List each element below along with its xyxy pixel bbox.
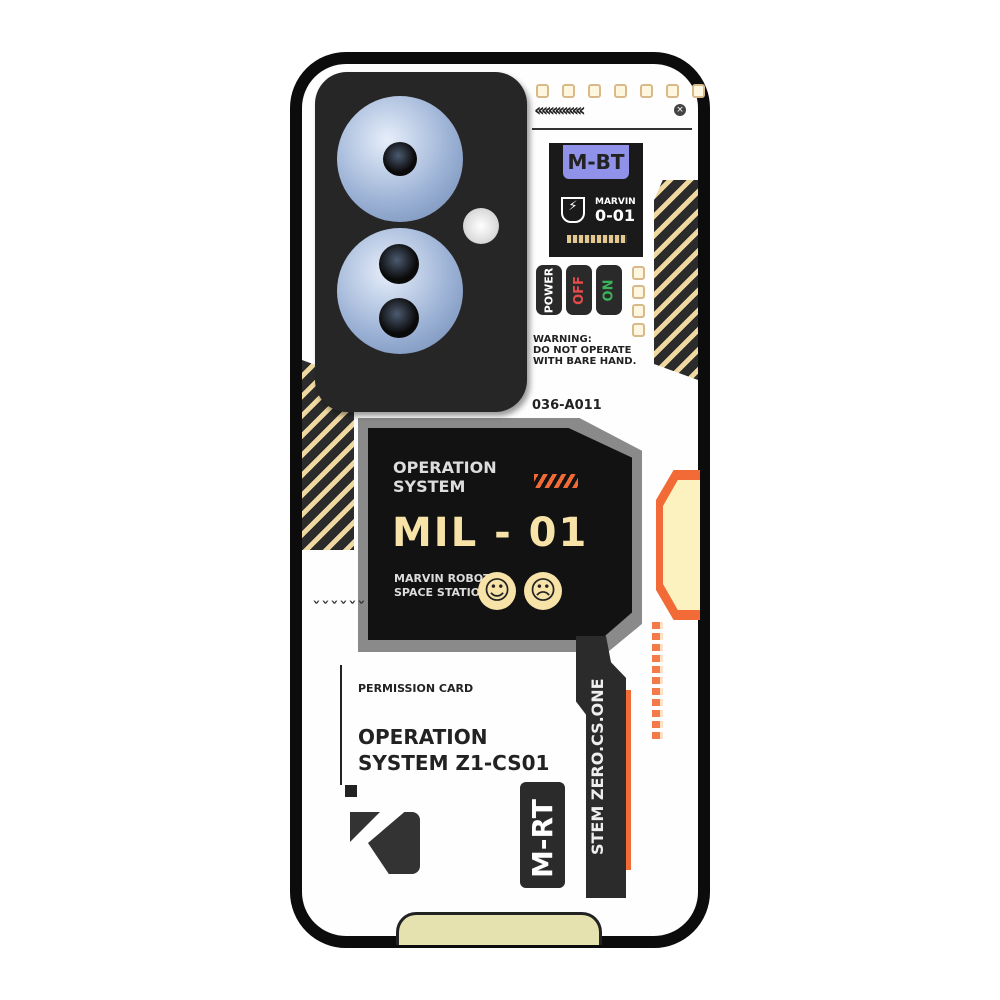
permission-card-label: PERMISSION CARD — [358, 682, 474, 695]
hazard-stripes — [654, 180, 698, 380]
dot-row — [536, 84, 705, 98]
chevron-row-icon: ‹‹‹‹‹‹‹‹‹‹‹‹‹‹ — [534, 100, 586, 121]
badge-contacts — [567, 235, 627, 243]
happy-face-icon: ☺ — [478, 572, 516, 610]
badge-title: M-BT — [563, 145, 629, 179]
divider-line — [532, 128, 692, 130]
switch-group: POWER OFF ON — [536, 265, 622, 315]
circuit-line — [340, 665, 342, 785]
orange-accent-line — [626, 690, 631, 870]
orange-squares — [652, 622, 663, 739]
system-vertical-text: STEM ZERO.CS.ONE — [588, 678, 607, 855]
lightning-shield-icon: ⚡ — [561, 197, 585, 223]
side-dots — [632, 266, 645, 337]
camera-module — [315, 72, 527, 412]
mbt-badge: M-BT ⚡ MARVIN 0-01 — [549, 143, 643, 257]
sad-face-icon: ☹ — [524, 572, 562, 610]
model-name: MIL - 01 — [392, 510, 589, 556]
screw-icon: × — [674, 104, 686, 116]
badge-name: MARVIN — [595, 197, 636, 207]
orange-stripes — [534, 474, 578, 488]
badge-code: 0-01 — [595, 206, 636, 225]
secondary-camera-lens — [337, 228, 463, 354]
on-button[interactable]: ON — [596, 265, 622, 315]
down-chevrons-icon: ›››››› — [308, 599, 369, 605]
bottom-tab — [396, 912, 602, 945]
power-button[interactable]: POWER — [536, 265, 562, 315]
flash-icon — [463, 208, 499, 244]
main-camera-lens — [337, 96, 463, 222]
mrt-vertical-text: M-RT — [526, 799, 559, 878]
circuit-node — [345, 785, 357, 797]
yellow-hexagon — [663, 480, 700, 610]
serial-number: 036-A011 — [532, 398, 602, 413]
mrt-panel — [520, 782, 565, 888]
off-button[interactable]: OFF — [566, 265, 592, 315]
